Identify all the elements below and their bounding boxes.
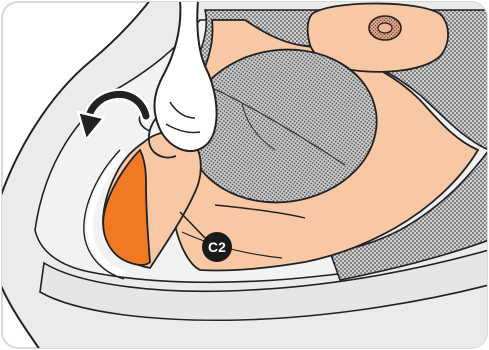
callout-c2: C2	[202, 232, 232, 262]
callout-label: C2	[208, 239, 226, 255]
